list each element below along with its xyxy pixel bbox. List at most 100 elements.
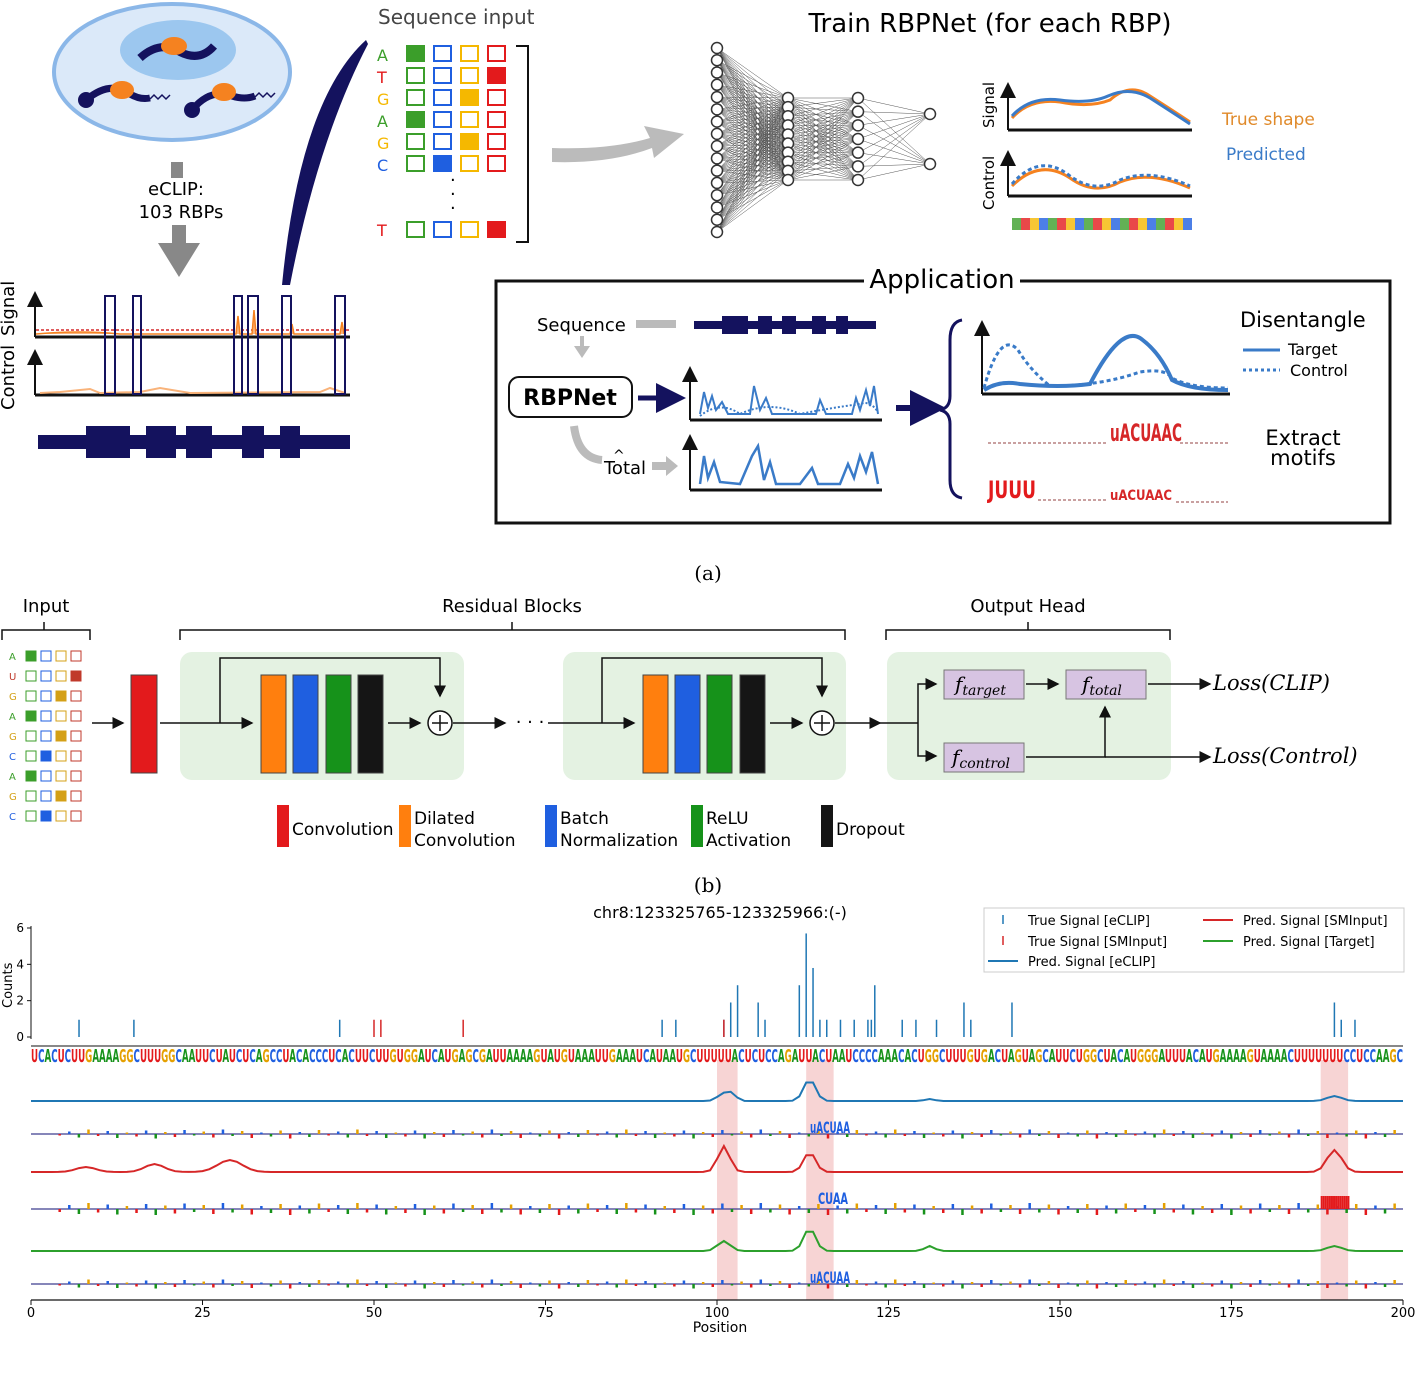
- motif-mark: [327, 1284, 330, 1286]
- input-cell: [55, 730, 67, 742]
- motif-mark: [346, 1209, 350, 1214]
- motif-mark: [452, 1130, 455, 1134]
- motif-mark: [442, 1134, 446, 1137]
- motif-mark: [240, 1131, 244, 1134]
- motif-mark: [673, 1284, 676, 1287]
- input-cell: [25, 690, 37, 702]
- motif-mark: [221, 1279, 225, 1284]
- motif-mark: [116, 1134, 119, 1138]
- motif-mark: [999, 1284, 1003, 1286]
- seq-letter-5: G: [377, 134, 389, 153]
- total-grey-arrow: [652, 456, 678, 476]
- seq-letter-2: T: [376, 68, 387, 87]
- onehot-cell: [460, 133, 479, 150]
- motif-mark: [116, 1284, 119, 1288]
- application-title: Application: [869, 265, 1014, 295]
- motif-mark: [519, 1134, 522, 1138]
- f-target-box: [943, 669, 1025, 700]
- grey-arrow: [552, 126, 684, 163]
- motif-mark: [1105, 1132, 1108, 1134]
- motif-mark: [461, 1284, 465, 1286]
- nn-node: [851, 91, 865, 105]
- true-shape-label: True shape: [1221, 110, 1315, 130]
- motif-mark: [288, 1134, 292, 1139]
- motif-mark: [1076, 1209, 1079, 1213]
- extract-line-2: motifs: [1270, 446, 1336, 470]
- total-hat: ^: [613, 448, 625, 464]
- motif-mark: [58, 1209, 61, 1212]
- motif-mark: [471, 1205, 474, 1209]
- motif-mark: [961, 1284, 964, 1289]
- motif-mark: [529, 1206, 532, 1209]
- motif-mark: [682, 1130, 686, 1134]
- nn-node: [851, 105, 865, 118]
- motif-mark: [605, 1131, 609, 1134]
- svg-text:·: ·: [450, 198, 456, 219]
- onehot-cell: [487, 45, 506, 62]
- input-letter: C: [9, 752, 16, 763]
- input-letter: C: [9, 812, 16, 823]
- motif-mark: [663, 1206, 666, 1209]
- motif-mark: [1038, 1134, 1041, 1136]
- onehot-cell: [433, 45, 452, 62]
- motif-mark: [1326, 1134, 1329, 1138]
- motif-mark: [298, 1205, 302, 1209]
- motif-mark: [356, 1203, 359, 1209]
- motif-mark: [68, 1281, 71, 1284]
- motif-mark: [893, 1203, 897, 1209]
- motif-mark: [1086, 1280, 1089, 1284]
- motif-mark: [586, 1280, 590, 1284]
- onehot-cell: [460, 89, 479, 106]
- motif-mark: [212, 1134, 215, 1138]
- motif-mark: [845, 1134, 849, 1137]
- motif-mark: [788, 1134, 791, 1138]
- motif-mark: [509, 1131, 513, 1134]
- onehot-cell: [406, 67, 425, 84]
- prediction-tracks: [31, 1081, 1403, 1289]
- input-cell: [25, 710, 37, 722]
- motif-mark: [192, 1209, 196, 1212]
- motif-mark: [308, 1209, 311, 1214]
- motif-mark: [231, 1284, 234, 1286]
- motif-mark: [336, 1281, 340, 1284]
- motif-mark: [394, 1132, 398, 1134]
- legend-swatch-dropout: [821, 805, 833, 847]
- input-cell: [25, 790, 37, 802]
- motif-mark: [711, 1209, 715, 1214]
- motif-mark: [356, 1129, 359, 1134]
- motif-mark: [212, 1284, 215, 1288]
- motif-mark: [269, 1209, 273, 1213]
- onehot-cell: [406, 221, 425, 238]
- motif-mark: [106, 1131, 109, 1134]
- motif-mark: [865, 1284, 868, 1286]
- y-axis-label: Counts: [1, 962, 16, 1008]
- motif-mark: [653, 1284, 657, 1288]
- motif-mark: [260, 1206, 263, 1209]
- motif-mark: [1268, 1284, 1272, 1286]
- motif-mark: [1239, 1205, 1243, 1209]
- motif-mark: [605, 1205, 609, 1209]
- motif-mark: [58, 1134, 61, 1136]
- motif-mark: [1076, 1284, 1079, 1287]
- motif-mark: [874, 1281, 878, 1284]
- motif-mark: [1306, 1134, 1310, 1136]
- motif-mark: [106, 1204, 109, 1209]
- motif-mark: [116, 1209, 119, 1215]
- motif-mark: [432, 1282, 436, 1284]
- motif-mark: [1258, 1130, 1262, 1134]
- motif-mark: [990, 1203, 993, 1209]
- motif-mark: [1278, 1281, 1281, 1284]
- motif-mark: [260, 1132, 263, 1134]
- motif-mark: [826, 1209, 830, 1215]
- motif-mark: [221, 1129, 225, 1134]
- motif-mark: [682, 1204, 686, 1209]
- motif-mark: [865, 1209, 868, 1212]
- motif-mark: [970, 1132, 974, 1134]
- motif-mark: [942, 1209, 945, 1213]
- legend-swatch-relu: [691, 805, 703, 847]
- motif-mark: [1345, 1134, 1348, 1137]
- motif-mark: [817, 1204, 820, 1209]
- conv-block: [130, 674, 158, 774]
- nn-node: [710, 66, 724, 79]
- input-letter: G: [9, 692, 17, 703]
